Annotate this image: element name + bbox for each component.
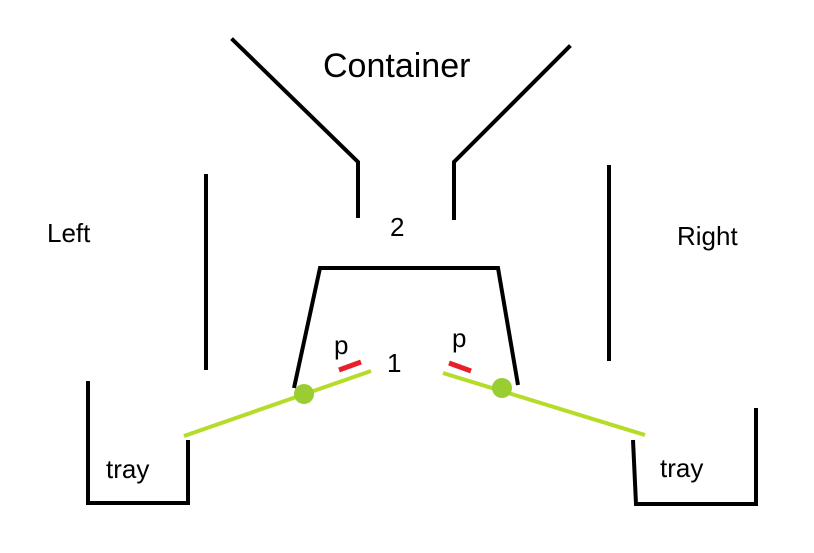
left-p-marker: [338, 359, 362, 373]
container-label: Container: [323, 47, 470, 85]
left-label: Left: [47, 218, 91, 248]
right-label: Right: [677, 221, 738, 251]
right-tray-label: tray: [660, 453, 703, 483]
container-funnel: [230, 37, 572, 220]
funnel-right-wall: [452, 44, 572, 220]
left-tray: [86, 381, 190, 505]
left-tray-label: tray: [106, 454, 149, 484]
right-p-marker: [448, 360, 472, 374]
left-pivot: [294, 384, 314, 404]
chamber-walls: [292, 266, 520, 389]
left-p-label: p: [334, 330, 348, 360]
right-flap: [442, 371, 646, 437]
right-pivot: [492, 378, 512, 398]
right-p-label: p: [452, 323, 466, 353]
chamber-2-label: 2: [390, 212, 404, 242]
left-flap: [183, 369, 372, 438]
right-tray: [631, 408, 758, 506]
funnel-left-wall: [230, 37, 360, 218]
chamber-1-label: 1: [387, 348, 401, 378]
